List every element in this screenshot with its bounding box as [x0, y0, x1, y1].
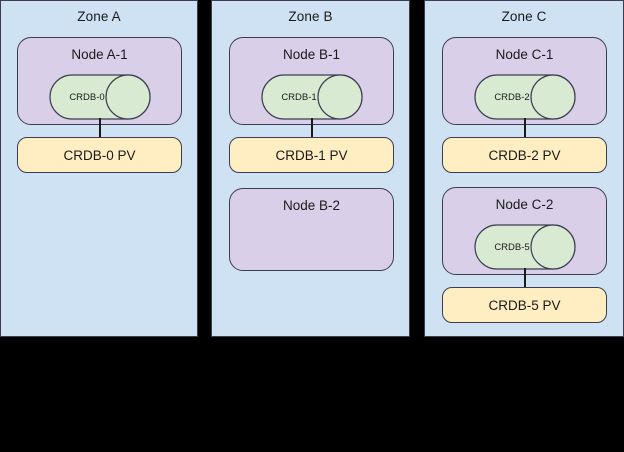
node-title-c-1: Node C-1	[495, 47, 554, 62]
node-title-b-1: Node B-1	[282, 47, 341, 62]
node-title-c-2: Node C-2	[495, 197, 554, 212]
connector-node-c-1-to-crdb-2-pv	[524, 118, 526, 138]
node-title-a-1: Node A-1	[71, 47, 128, 62]
connector-node-b-1-to-crdb-1-pv	[311, 118, 313, 138]
database-cylinder-crdb-0[interactable]: CRDB-0	[49, 74, 151, 120]
database-cylinder-crdb-5[interactable]: CRDB-5	[474, 224, 576, 270]
connector-node-a-1-to-crdb-0-pv	[99, 118, 101, 138]
zone-title-c: Zone C	[501, 9, 547, 24]
pv-box-crdb-1[interactable]: CRDB-1 PV	[229, 137, 394, 173]
pv-label-crdb-2: CRDB-2 PV	[488, 147, 561, 163]
pv-box-crdb-2[interactable]: CRDB-2 PV	[442, 137, 607, 173]
zone-title-b: Zone B	[288, 9, 333, 24]
zone-title-a: Zone A	[77, 9, 121, 24]
pv-label-crdb-5: CRDB-5 PV	[488, 297, 561, 313]
pv-label-crdb-1: CRDB-1 PV	[275, 147, 348, 163]
pv-box-crdb-5[interactable]: CRDB-5 PV	[442, 287, 607, 323]
pv-box-crdb-0[interactable]: CRDB-0 PV	[17, 137, 182, 173]
pv-label-crdb-0: CRDB-0 PV	[63, 147, 136, 163]
database-cylinder-crdb-2[interactable]: CRDB-2	[474, 74, 576, 120]
node-box-b-2[interactable]: Node B-2	[229, 188, 394, 271]
database-cylinder-crdb-1[interactable]: CRDB-1	[261, 74, 363, 120]
node-title-b-2: Node B-2	[282, 198, 341, 213]
connector-node-c-2-to-crdb-5-pv	[524, 268, 526, 288]
